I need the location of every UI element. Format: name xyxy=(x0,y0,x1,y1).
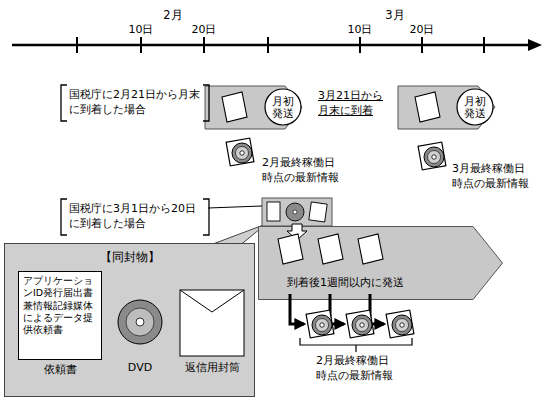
package-disc-hole xyxy=(293,210,297,214)
box-outline xyxy=(5,244,255,397)
badge-outline xyxy=(265,89,301,125)
group-bracket xyxy=(300,338,412,352)
dvd-disc xyxy=(118,300,162,344)
month-label: 3月 xyxy=(380,8,410,24)
node-outline xyxy=(456,88,494,126)
callout-bracket xyxy=(61,85,209,121)
tick xyxy=(421,37,423,53)
month-label: 2月 xyxy=(158,8,188,24)
document-text: アプリケーショ ンID発行届出書 兼情報記録媒体 によるデータ提 供依頼書 xyxy=(23,275,99,337)
dvd-icon xyxy=(386,310,414,338)
callout-box: 国税庁に2月21日から月末 に到着した場合 xyxy=(60,84,210,122)
info-note: 2月最終稼働日 時点の最新情報 xyxy=(316,354,400,384)
package-sheet xyxy=(267,202,280,221)
timeline-axis xyxy=(12,44,530,47)
dvd-ring xyxy=(126,308,154,336)
band-outline xyxy=(259,227,503,300)
node-outline xyxy=(60,84,210,122)
badge-text: 月初 発送 xyxy=(264,95,302,119)
callout-text: 国税庁に3月1日から20日 に到着した場合 xyxy=(69,202,201,232)
dvd-icon xyxy=(346,310,374,338)
badge-outline xyxy=(457,89,493,125)
day-label: 10日 xyxy=(126,23,156,38)
package-envelope xyxy=(309,202,327,222)
send-arrow xyxy=(330,294,344,324)
sheet-icon xyxy=(358,234,383,264)
badge-circle: 月初 発送 xyxy=(264,88,302,126)
band-text: 到着後1週間以内に発送 xyxy=(258,276,433,291)
item-label: DVD xyxy=(120,361,160,376)
day-label: 20日 xyxy=(189,23,219,38)
package-disc xyxy=(286,203,304,221)
dvd-icon xyxy=(306,310,334,338)
send-arrow xyxy=(290,294,304,324)
shipping-arrow xyxy=(398,86,495,129)
callout-bracket xyxy=(61,199,209,235)
node-outline xyxy=(60,198,210,236)
day-label: 20日 xyxy=(407,23,437,38)
enclosure-heading: 【同封物】 xyxy=(4,250,255,266)
timeline-ticks xyxy=(77,37,484,53)
dvd-icon xyxy=(418,142,446,170)
item-label: 返信用封筒 xyxy=(177,361,247,376)
badge-circle: 月初 発送 xyxy=(456,88,494,126)
node-outline xyxy=(264,88,302,126)
shipping-arrow xyxy=(205,86,302,129)
sheet-icon xyxy=(222,92,247,122)
tick xyxy=(140,37,142,53)
dvd-hole xyxy=(136,318,144,326)
badge-text: 月初 発送 xyxy=(456,95,494,119)
document-box: アプリケーショ ンID発行届出書 兼情報記録媒体 によるデータ提 供依頼書依頼書 xyxy=(18,271,102,377)
tick xyxy=(267,37,269,53)
period-note: 3月21日から 月末に到着 xyxy=(318,89,390,119)
timeline-arrowhead xyxy=(528,39,542,51)
sheet-icon xyxy=(278,234,303,264)
callout-box: 国税庁に3月1日から20日 に到着した場合 xyxy=(60,198,210,236)
tick xyxy=(359,37,361,53)
info-note: 2月最終稼働日 時点の最新情報 xyxy=(262,156,346,186)
callout-tail xyxy=(205,224,266,247)
return-envelope xyxy=(180,290,244,356)
callout-text: 国税庁に2月21日から月末 に到着した場合 xyxy=(69,88,201,118)
sheet-icon xyxy=(415,92,440,122)
document-text: 依頼書 xyxy=(18,363,102,378)
send-arrow xyxy=(370,294,384,324)
dvd-icon xyxy=(226,138,254,166)
document-sheet xyxy=(19,272,102,360)
tick xyxy=(203,37,205,53)
envelope-flap xyxy=(180,290,244,312)
tick xyxy=(483,37,485,53)
info-note: 3月最終稼働日 時点の最新情報 xyxy=(452,162,536,192)
tick xyxy=(76,37,78,53)
leader-line xyxy=(208,206,262,208)
package-box xyxy=(262,198,332,226)
node-outline xyxy=(18,271,102,377)
sheet-icon xyxy=(318,234,343,264)
day-label: 10日 xyxy=(345,23,375,38)
